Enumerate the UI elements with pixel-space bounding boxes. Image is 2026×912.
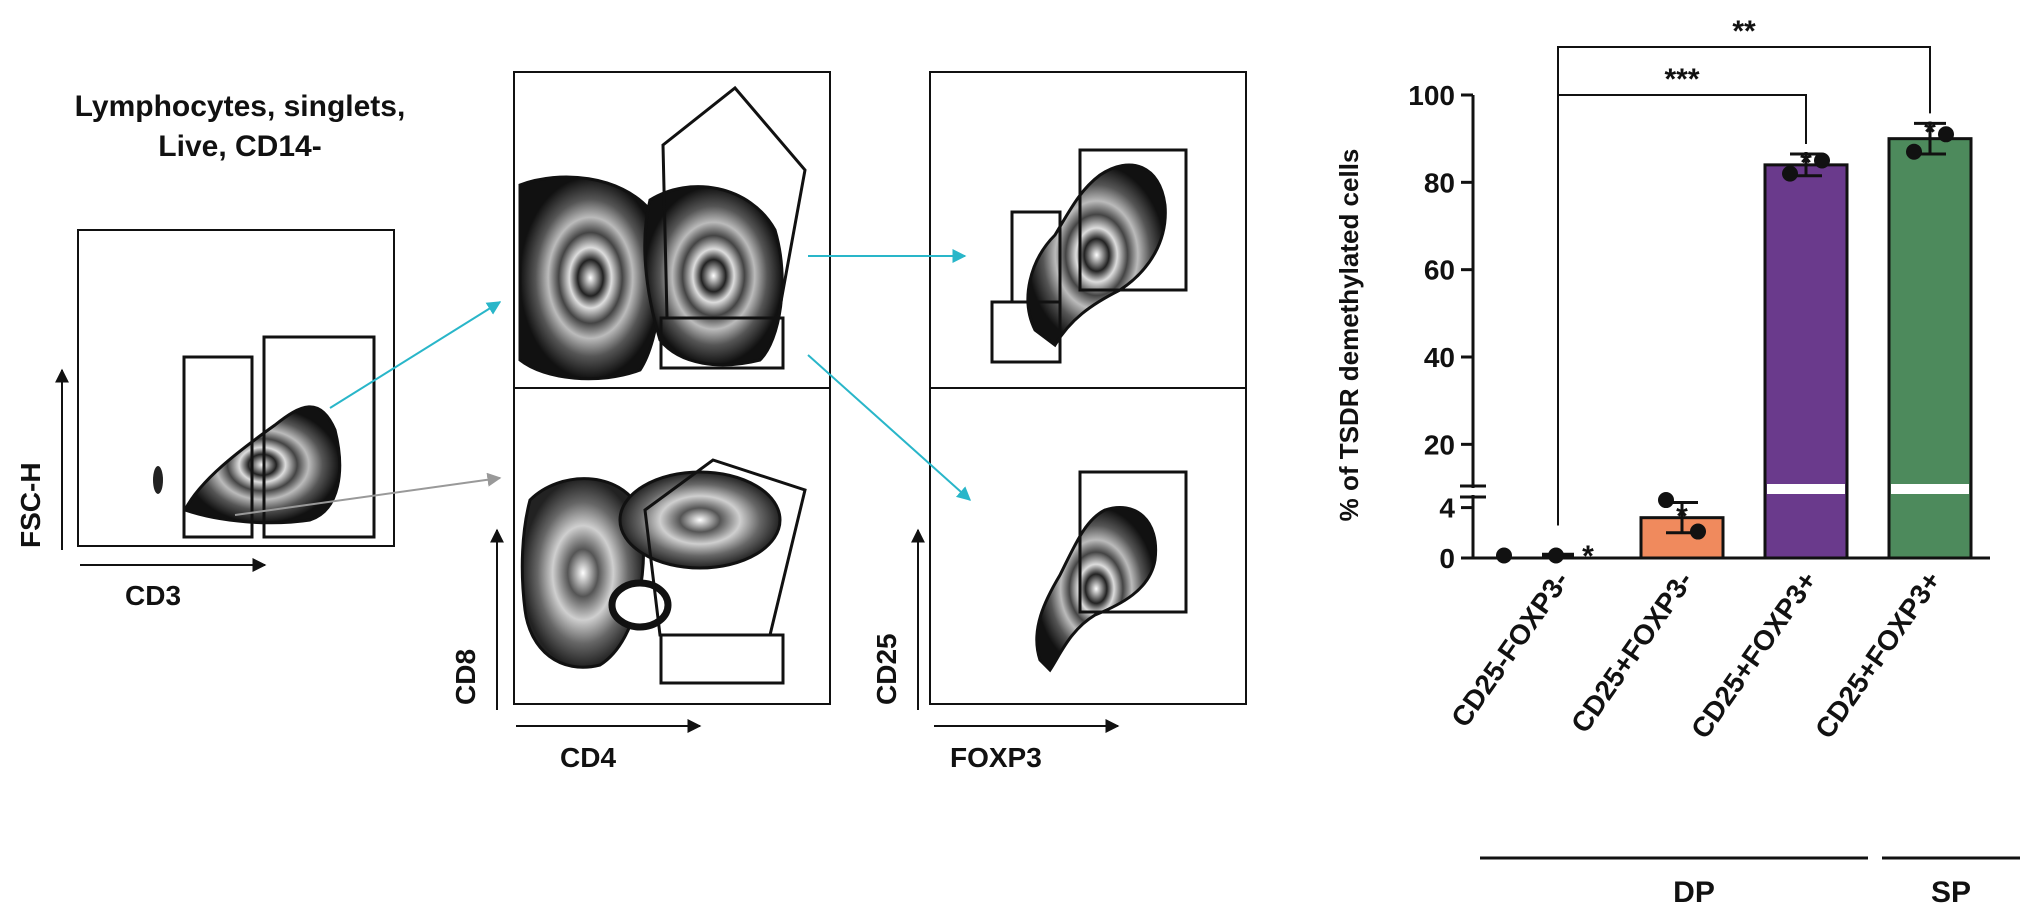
fsc-axis-label: FSC-H: [15, 462, 46, 548]
foxp3-top-density: [1026, 163, 1167, 348]
group-labels: DP SP: [1480, 856, 2020, 909]
significance-brackets: *****: [1557, 15, 1931, 526]
cd4-axis-label: CD4: [560, 742, 616, 773]
cd4-dp-gate-top: [661, 85, 807, 320]
cd4-sp-gate-bottom: [659, 633, 785, 685]
gating-title-line-2: Live, CD14-: [158, 130, 321, 163]
data-point: [1938, 126, 1954, 143]
category-label: CD25+FOXP3-: [1565, 566, 1699, 739]
cd3-axis-label: CD3: [125, 580, 181, 611]
cd4-cd8-plot-top: [513, 71, 831, 389]
foxp3-gate-treg-bottom: [1078, 470, 1188, 614]
bar: [1763, 163, 1849, 560]
cd25-axis-label: CD25: [871, 633, 902, 705]
bar-break-band: [1767, 484, 1845, 494]
data-point: [1814, 152, 1830, 169]
gating-title-line-1: Lymphocytes, singlets,: [75, 90, 406, 123]
data-point-star: *: [1582, 540, 1594, 573]
foxp3-bottom-density: [1035, 505, 1158, 673]
cd3-fsc-plot: CD3 FSC-H: [15, 229, 395, 611]
foxp3-gate-neg-top: [990, 300, 1062, 364]
cd3-density-dot: [153, 466, 163, 494]
category-label: CD25+FOXP3+: [1809, 566, 1947, 744]
y-tick-label: 40: [1424, 342, 1455, 373]
cd8-axis-label: CD8: [450, 649, 481, 705]
data-point: [1906, 143, 1922, 160]
cd3-density: [182, 405, 342, 525]
significance-label: **: [1732, 15, 1756, 48]
foxp3-cd25-plot-top: [929, 71, 1247, 389]
bar: [1887, 137, 1973, 560]
data-point: [1548, 547, 1564, 564]
data-point-star: *: [1800, 147, 1812, 180]
data-point: [1658, 492, 1674, 509]
cd4-sp-gate-top: [659, 316, 785, 370]
data-point: [1690, 523, 1706, 540]
group-label: DP: [1673, 876, 1715, 909]
y-tick-label: 4: [1439, 493, 1455, 524]
category-labels: CD25-FOXP3-CD25+FOXP3-CD25+FOXP3+CD25+FO…: [1445, 566, 1947, 744]
gate-arrow-cd3-to-bottom: [234, 472, 502, 516]
cd3-gate-right: [262, 335, 376, 539]
data-point: [1782, 165, 1798, 182]
data-point-star: *: [1924, 116, 1936, 149]
cd4-cd8-plot-bottom: CD4 CD8: [450, 387, 831, 773]
tsdr-bar-chart: % of TSDR demethylated cells 0 4 20 40 60 80 1…: [1334, 15, 2020, 909]
data-point: [1496, 547, 1512, 564]
data-point-star: *: [1676, 500, 1688, 533]
bottom-density-upper: [618, 470, 782, 570]
bottom-density-left: [520, 477, 646, 669]
top-density-right: [643, 185, 784, 367]
cd3-gate-left: [182, 355, 254, 539]
y-tick-label: 0: [1439, 543, 1455, 574]
category-label: CD25+FOXP3+: [1685, 566, 1823, 744]
y-axis-label: % of TSDR demethylated cells: [1334, 149, 1364, 522]
y-tick-label: 60: [1424, 255, 1455, 286]
significance-bracket: [1557, 46, 1931, 526]
y-tick-label: 100: [1408, 80, 1455, 111]
foxp3-cd25-plot-bottom: FOXP3 CD25: [871, 387, 1247, 773]
gate-arrow-sp-to-foxp3: [807, 354, 972, 501]
top-density-left: [518, 175, 663, 381]
significance-label: ***: [1664, 63, 1699, 96]
y-ticks: 0 4 20 40 60 80 100: [1408, 80, 1473, 574]
bars: * * * *: [1496, 116, 1973, 573]
gate-arrow-cd3-to-top: [329, 301, 502, 409]
y-tick-label: 80: [1424, 167, 1455, 198]
bar-break-band: [1891, 484, 1969, 494]
cd4-dp-gate-bottom: [643, 458, 807, 637]
foxp3-gate-treg-top: [1078, 148, 1188, 292]
group-label: SP: [1931, 876, 1971, 909]
y-tick-label: 20: [1424, 429, 1455, 460]
category-label: CD25-FOXP3-: [1445, 566, 1575, 733]
foxp3-axis-label: FOXP3: [950, 742, 1042, 773]
